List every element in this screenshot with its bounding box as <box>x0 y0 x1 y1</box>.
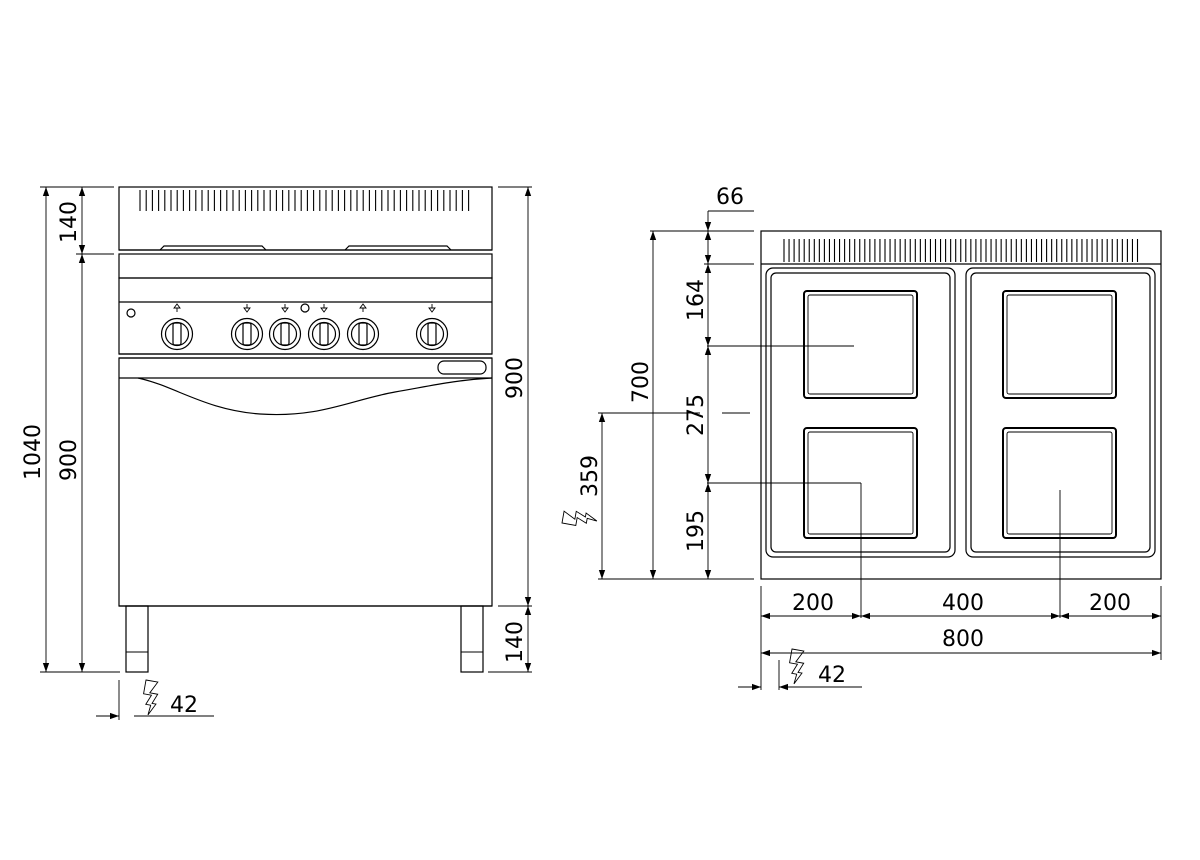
dim-rear-to-front-plate-label: 275 <box>684 394 709 436</box>
hotplate-rear-right <box>1002 290 1117 399</box>
top-outline <box>760 230 1162 580</box>
backsplash-vents <box>139 190 470 211</box>
dim-plate-to-side-right-label: 200 <box>1089 591 1131 616</box>
dim-depth-total-label: 700 <box>629 361 654 403</box>
indicator-light-icon <box>300 303 310 313</box>
backsplash-vents-top <box>783 239 1139 262</box>
dim-leg-height-label: 140 <box>503 621 528 663</box>
control-knob-icon <box>307 304 341 351</box>
top-view: 66 700 164 275 195 359 200 400 200 800 <box>561 185 1162 691</box>
dim-plate-to-plate-label: 400 <box>942 591 984 616</box>
door-handle-curve <box>137 377 493 416</box>
dim-front-plate-to-front-label: 195 <box>684 510 709 552</box>
dim-backsplash-height-label: 140 <box>57 201 82 243</box>
hob-left <box>765 267 956 558</box>
hotplate-rear-left <box>803 290 918 399</box>
dim-width-total-label: 800 <box>942 627 984 652</box>
control-knob-icon <box>230 304 264 351</box>
indicator-light-icon <box>126 308 136 318</box>
front-view: 1040 140 900 900 140 42 <box>21 186 532 720</box>
dim-back-to-rear-plate-label: 164 <box>684 279 709 321</box>
electrical-connection-icon <box>561 510 598 526</box>
worktop <box>118 253 493 279</box>
control-knob-icon <box>268 304 302 351</box>
hob-right <box>965 267 1156 558</box>
electrical-connection-icon <box>789 648 805 685</box>
dim-total-height-label: 1040 <box>21 424 46 480</box>
dim-body-height-right-label: 900 <box>503 357 528 399</box>
hotplate-profile-left <box>159 245 267 251</box>
front-legs <box>119 605 492 673</box>
dim-power-inlet-depth-label: 359 <box>578 455 603 497</box>
dim-side-to-plate-left-label: 200 <box>792 591 834 616</box>
backsplash <box>118 186 493 251</box>
door-handle <box>437 360 487 375</box>
oven-door <box>118 357 493 607</box>
dim-rear-offset-label: 66 <box>716 185 744 210</box>
dim-body-height-left-label: 900 <box>57 439 82 481</box>
control-knob-icon <box>346 303 380 351</box>
control-knobs <box>160 303 449 351</box>
hotplate-front-right <box>1002 427 1117 539</box>
dim-power-inlet-front-label: 42 <box>170 693 198 718</box>
hotplate-profile-right <box>344 245 452 251</box>
dim-power-inlet-top-label: 42 <box>818 663 846 688</box>
control-knob-icon <box>415 304 449 351</box>
control-knob-icon <box>160 303 194 351</box>
electrical-connection-icon <box>143 679 159 716</box>
